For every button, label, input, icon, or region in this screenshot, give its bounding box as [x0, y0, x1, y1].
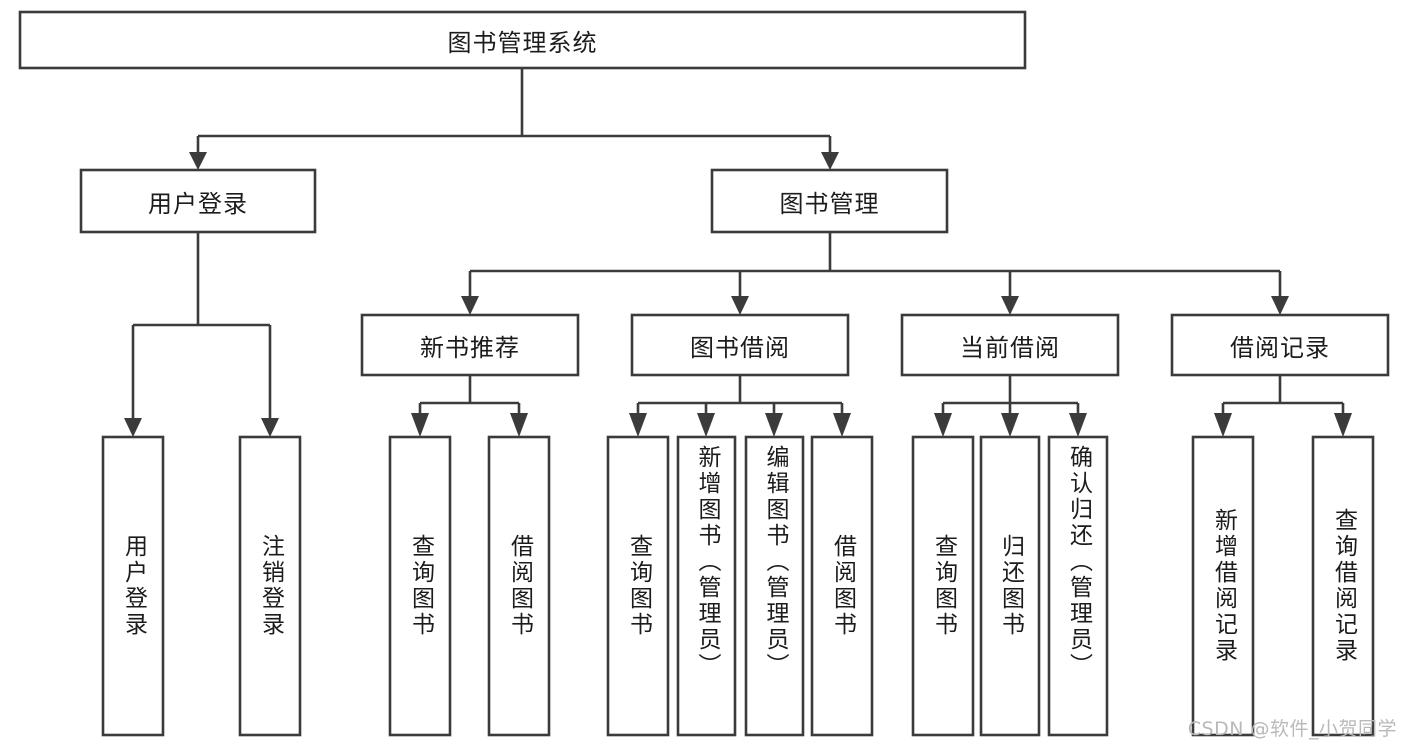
node-box-leaf-add-book[interactable] [676, 435, 737, 737]
node-box-leaf-query-book-3[interactable] [911, 435, 975, 737]
arrow-to-leaf-return-book [1001, 413, 1019, 437]
node-box-new-book-rec[interactable] [360, 313, 580, 377]
arrow-to-leaf-query-book-1 [411, 413, 429, 437]
arrow-to-current-borrow [1001, 296, 1019, 315]
node-box-leaf-query-record[interactable] [1311, 435, 1375, 737]
arrow-to-leaf-add-record [1214, 413, 1232, 437]
arrow-to-user-login [189, 152, 207, 170]
node-box-leaf-logout-login[interactable] [238, 435, 302, 737]
arrow-to-book-borrow [731, 296, 749, 315]
node-box-leaf-edit-book[interactable] [744, 435, 805, 737]
arrow-to-leaf-edit-book [765, 413, 783, 437]
arrow-to-leaf-borrow-book-1 [510, 413, 528, 437]
node-box-leaf-borrow-book-1[interactable] [487, 435, 551, 737]
arrow-to-book-manage [821, 152, 839, 170]
arrow-to-leaf-query-book-3 [934, 413, 952, 437]
node-box-leaf-borrow-book-2[interactable] [810, 435, 874, 737]
edges-layer [124, 68, 1352, 437]
arrow-to-borrow-record [1271, 296, 1289, 315]
arrow-to-leaf-user-login [124, 418, 142, 437]
node-box-book-manage[interactable] [710, 168, 949, 234]
node-box-leaf-return-book[interactable] [979, 435, 1041, 737]
node-box-leaf-add-record[interactable] [1191, 435, 1255, 737]
arrow-to-leaf-logout-login [261, 418, 279, 437]
node-box-leaf-query-book-1[interactable] [388, 435, 452, 737]
node-box-root[interactable] [18, 10, 1027, 70]
arrow-to-leaf-query-record [1334, 413, 1352, 437]
arrow-to-leaf-borrow-book-2 [833, 413, 851, 437]
node-box-book-borrow[interactable] [630, 313, 850, 377]
node-box-leaf-confirm-return[interactable] [1047, 435, 1109, 737]
node-box-leaf-query-book-2[interactable] [606, 435, 670, 737]
watermark-text: CSDN @软件_小贺同学 [1187, 718, 1397, 740]
arrow-to-new-book-rec [461, 296, 479, 315]
nodes-layer [18, 10, 1390, 737]
node-box-borrow-record[interactable] [1170, 313, 1390, 377]
node-box-user-login[interactable] [79, 168, 317, 234]
arrow-to-leaf-query-book-2 [629, 413, 647, 437]
node-box-current-borrow[interactable] [900, 313, 1120, 377]
arrow-to-leaf-confirm-return [1069, 413, 1087, 437]
node-box-leaf-user-login[interactable] [101, 435, 165, 737]
arrow-to-leaf-add-book [697, 413, 715, 437]
